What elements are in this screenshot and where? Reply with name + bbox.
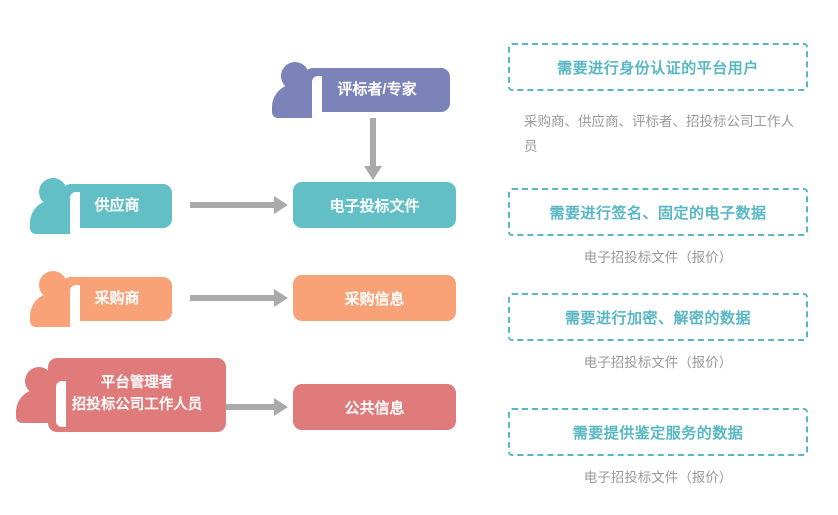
callout-encrypt-decrypt-caption: 电子招投标文件（报价）	[583, 355, 733, 370]
actor-reviewer[interactable]: 评标者/专家	[272, 62, 450, 122]
arrow-reviewer-to-document	[364, 118, 382, 180]
actor-reviewer-label: 评标者/专家	[337, 80, 417, 98]
callout-signature-fixation[interactable]: 需要进行签名、固定的电子数据	[508, 188, 808, 236]
callout-encrypt-decrypt-title: 需要进行加密、解密的数据	[564, 309, 751, 327]
object-public-info[interactable]: 公共信息	[293, 384, 456, 430]
callout-forensic-service[interactable]: 需要提供鉴定服务的数据	[508, 408, 808, 456]
object-e-bid-document-label: 电子投标文件	[329, 197, 420, 215]
arrow-admin-to-public-info	[212, 398, 288, 416]
actor-supplier[interactable]: 供应商	[30, 178, 172, 238]
object-purchase-info[interactable]: 采购信息	[293, 275, 456, 321]
person-icon	[272, 62, 322, 122]
callout-forensic-service-caption: 电子招投标文件（报价）	[583, 470, 733, 485]
callout-identity-auth-title: 需要进行身份认证的平台用户	[557, 59, 759, 77]
actor-platform-admin[interactable]: 平台管理者 招投标公司工作人员	[16, 358, 226, 432]
actor-reviewer-pill: 评标者/专家	[304, 68, 450, 112]
actor-supplier-pill: 供应商	[62, 184, 172, 228]
callout-encrypt-decrypt[interactable]: 需要进行加密、解密的数据	[508, 293, 808, 341]
person-icon	[30, 178, 80, 238]
callout-forensic-service-title: 需要提供鉴定服务的数据	[572, 424, 744, 442]
arrow-purchaser-to-purchase-info	[190, 289, 288, 307]
callout-signature-fixation-title: 需要进行签名、固定的电子数据	[549, 204, 767, 222]
person-icon	[16, 367, 66, 427]
actor-platform-admin-pill: 平台管理者 招投标公司工作人员	[48, 358, 226, 432]
person-icon	[30, 271, 80, 331]
callout-signature-fixation-caption: 电子招投标文件（报价）	[583, 250, 733, 265]
arrow-supplier-to-document	[190, 196, 288, 214]
object-purchase-info-label: 采购信息	[344, 290, 405, 308]
actor-purchaser-pill: 采购商	[62, 277, 172, 321]
actor-platform-admin-label-line2: 招投标公司工作人员	[71, 397, 203, 413]
callout-identity-auth[interactable]: 需要进行身份认证的平台用户	[508, 43, 808, 91]
object-public-info-label: 公共信息	[344, 399, 405, 417]
actor-purchaser-label: 采购商	[94, 289, 140, 307]
actor-supplier-label: 供应商	[94, 196, 140, 214]
actor-platform-admin-label-line1: 平台管理者	[100, 375, 174, 392]
callout-identity-auth-caption: 采购商、供应商、评标者、招投标公司工作人员	[524, 114, 794, 154]
actor-purchaser[interactable]: 采购商	[30, 271, 172, 331]
object-e-bid-document[interactable]: 电子投标文件	[293, 182, 456, 228]
